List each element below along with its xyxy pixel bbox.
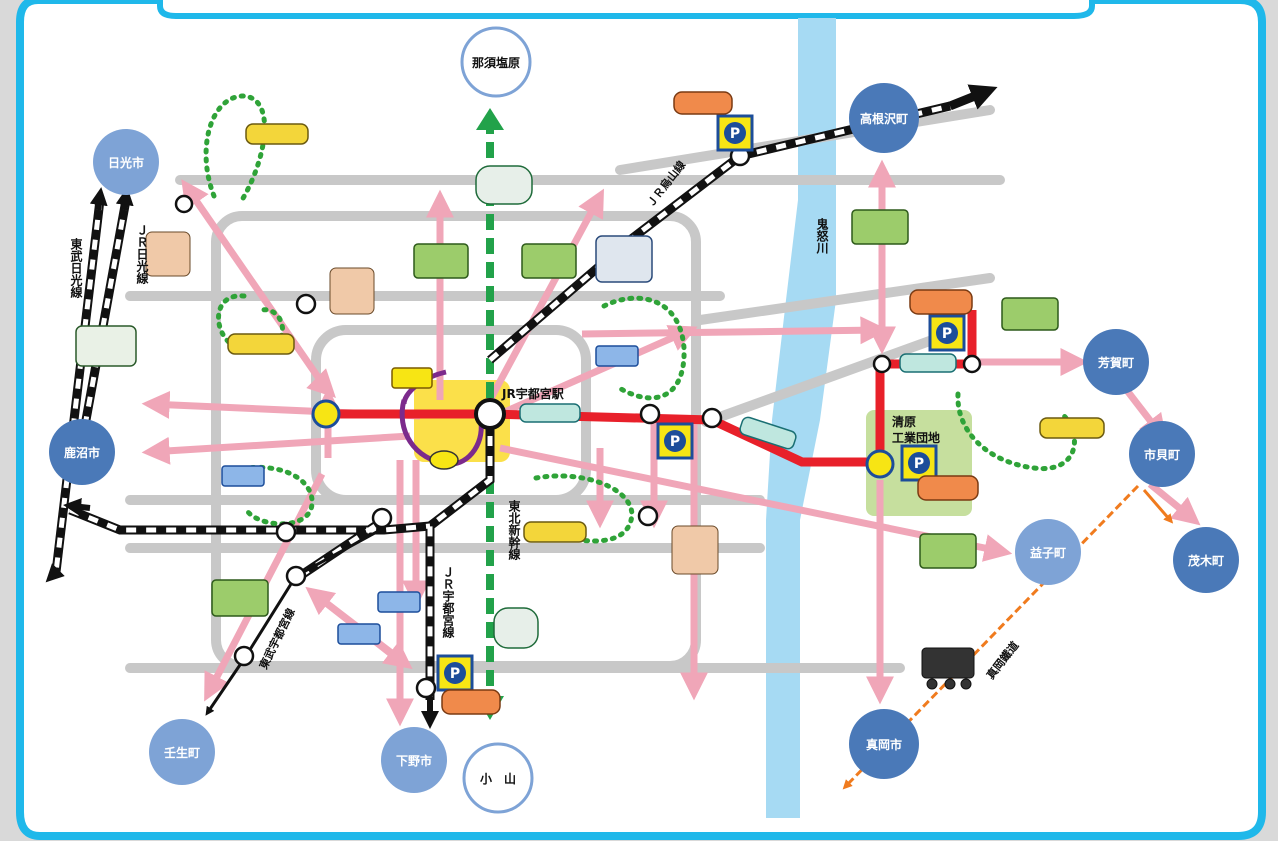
city-moka[interactable]: 真岡市 (849, 709, 919, 779)
bus-icon (211, 209, 1059, 617)
city-label: 壬生町 (164, 745, 200, 760)
parking-icon: P (942, 326, 952, 342)
ichikai-motegi-orange (1142, 489, 1174, 524)
lrt-vehicle-icon (519, 353, 957, 450)
city-mashiko[interactable]: 益子町 (1015, 519, 1081, 585)
kiyohara-label-1: 清原 (892, 414, 916, 429)
city-label: 市貝町 (1144, 447, 1180, 462)
city-mibu[interactable]: 壬生町 (149, 719, 215, 785)
city-label: 下野市 (396, 753, 432, 768)
city-nikko[interactable]: 日光市 (93, 129, 159, 195)
city-label: 真岡市 (866, 737, 902, 752)
railway-lines (45, 84, 998, 729)
city-label: 芳賀町 (1098, 355, 1134, 370)
parking-icon: P (670, 434, 680, 450)
city-label: 茂木町 (1188, 553, 1224, 568)
minibus-icon (221, 345, 639, 645)
city-label: 日光市 (108, 155, 144, 170)
karasuyama-line (205, 526, 385, 716)
city-ichikai[interactable]: 市貝町 (1129, 421, 1195, 487)
city-takanezawa[interactable]: 高根沢町 (849, 83, 919, 153)
jr-utsunomiya-station-label: JR宇都宮駅 (501, 386, 565, 401)
city-label: 鹿沼市 (64, 445, 100, 460)
lrt-west-hub (311, 399, 341, 429)
kinugawa-river (766, 18, 836, 818)
jr-nikko-line-label: ＪＲ日光線 (135, 224, 149, 285)
lrt-kiyohara-hub (865, 449, 895, 479)
parking-icon: P (730, 126, 740, 142)
vehicle-icons (75, 91, 1105, 715)
city-markers: 那須塩原 日光市 鹿沼市 壬生町 下野市 小 山 高根沢町 芳賀町 (49, 26, 1239, 814)
city-haga[interactable]: 芳賀町 (1083, 329, 1149, 395)
city-kanuma[interactable]: 鹿沼市 (49, 419, 115, 485)
car-icon (441, 91, 979, 715)
parking-signs: P P P P P (436, 114, 966, 692)
taxi-icon (227, 123, 1105, 543)
tohoku-shinkansen-label: 東北新幹線 (507, 499, 521, 561)
mini-car-icon (429, 450, 459, 470)
city-nasushiobara[interactable]: 那須塩原 (460, 26, 532, 98)
parking-icon: P (914, 456, 924, 472)
shinkansen-arrow-north (476, 108, 504, 130)
jr-utsunomiya-line-label: ＪＲ宇都宮線 (441, 566, 455, 639)
city-label: 小 山 (480, 771, 516, 786)
tobu-nikko-line-label: 東武日光線 (69, 237, 83, 299)
city-label: 高根沢町 (860, 111, 908, 126)
header-banner (157, 0, 1095, 19)
city-label: 那須塩原 (472, 55, 520, 70)
steam-locomotive-icon (921, 647, 975, 690)
city-motegi[interactable]: 茂木町 (1173, 527, 1239, 593)
city-shimotsuke[interactable]: 下野市 (381, 727, 447, 793)
kiyohara-label-2: 工業団地 (892, 430, 940, 445)
train-icon (75, 165, 653, 649)
pedestrians-icon (145, 231, 719, 575)
city-oyama[interactable]: 小 山 (462, 742, 534, 814)
city-label: 益子町 (1030, 545, 1066, 560)
parking-icon: P (450, 666, 460, 682)
kinugawa-river-label: 鬼怒川 (815, 217, 829, 254)
